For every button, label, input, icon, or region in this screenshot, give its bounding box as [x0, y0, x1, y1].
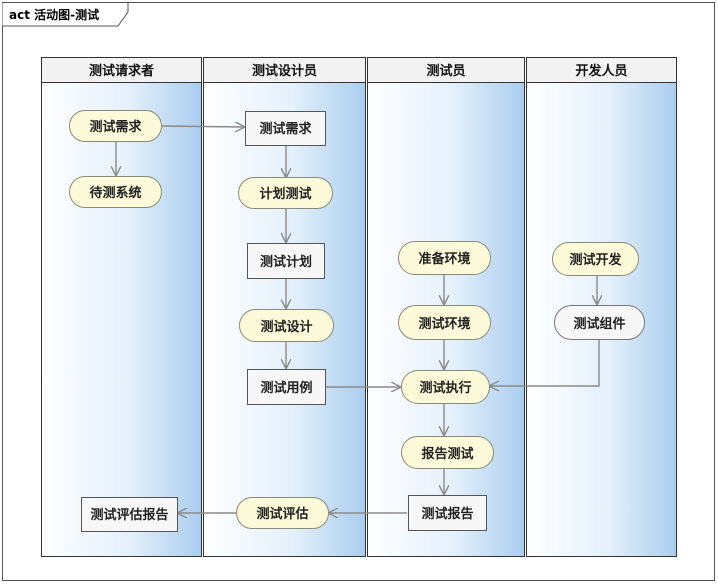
- node-tester-prepare: 准备环境: [398, 241, 491, 275]
- flow-req-need-to-design-need: [161, 126, 244, 127]
- node-tester-exec: 测试执行: [401, 370, 490, 404]
- node-tester-report: 测试报告: [408, 495, 487, 531]
- node-req-wait: 待测系统: [69, 176, 162, 208]
- lane-requester: 测试请求者: [41, 57, 202, 557]
- frame-title-tab: [2, 2, 129, 27]
- node-design-eval: 测试评估: [236, 497, 329, 529]
- lane-title-test-designer: 测试设计员: [252, 63, 317, 79]
- svg-text:测试环境: 测试环境: [418, 316, 470, 332]
- lane-title-tester: 测试员: [426, 63, 465, 79]
- node-tester-report-act: 报告测试: [401, 436, 494, 469]
- svg-text:计划测试: 计划测试: [259, 186, 311, 202]
- svg-text:测试需求: 测试需求: [89, 119, 142, 135]
- lane-title-requester: 测试请求者: [89, 63, 154, 79]
- svg-text:测试需求: 测试需求: [259, 121, 312, 137]
- node-design-case: 测试用例: [247, 369, 326, 405]
- node-req-eval-report: 测试评估报告: [81, 497, 178, 532]
- flow-component-to-exec: [490, 340, 600, 386]
- svg-text:测试评估报告: 测试评估报告: [90, 507, 168, 523]
- node-design-need: 测试需求: [245, 111, 326, 146]
- flows: [116, 126, 599, 513]
- node-dev-component: 测试组件: [554, 305, 645, 340]
- svg-text:测试用例: 测试用例: [260, 380, 312, 396]
- lane-title-developer: 开发人员: [575, 63, 627, 79]
- node-dev-act: 测试开发: [552, 242, 639, 276]
- node-tester-env: 测试环境: [398, 305, 491, 340]
- svg-text:准备环境: 准备环境: [418, 251, 470, 267]
- svg-text:测试组件: 测试组件: [573, 316, 625, 332]
- svg-text:待测系统: 待测系统: [88, 185, 141, 201]
- svg-text:测试计划: 测试计划: [260, 254, 312, 270]
- svg-text:测试报告: 测试报告: [421, 506, 473, 522]
- svg-text:测试执行: 测试执行: [419, 380, 471, 396]
- svg-text:测试开发: 测试开发: [569, 252, 622, 268]
- node-req-need: 测试需求: [69, 110, 162, 142]
- svg-text:报告测试: 报告测试: [421, 446, 473, 462]
- frame-title: act 活动图-测试: [9, 7, 99, 22]
- node-design-plan: 测试计划: [247, 243, 325, 279]
- node-design-plan-act: 计划测试: [238, 177, 333, 209]
- svg-text:测试设计: 测试设计: [260, 319, 312, 335]
- svg-text:测试评估: 测试评估: [256, 506, 308, 522]
- node-design-design-act: 测试设计: [239, 309, 334, 342]
